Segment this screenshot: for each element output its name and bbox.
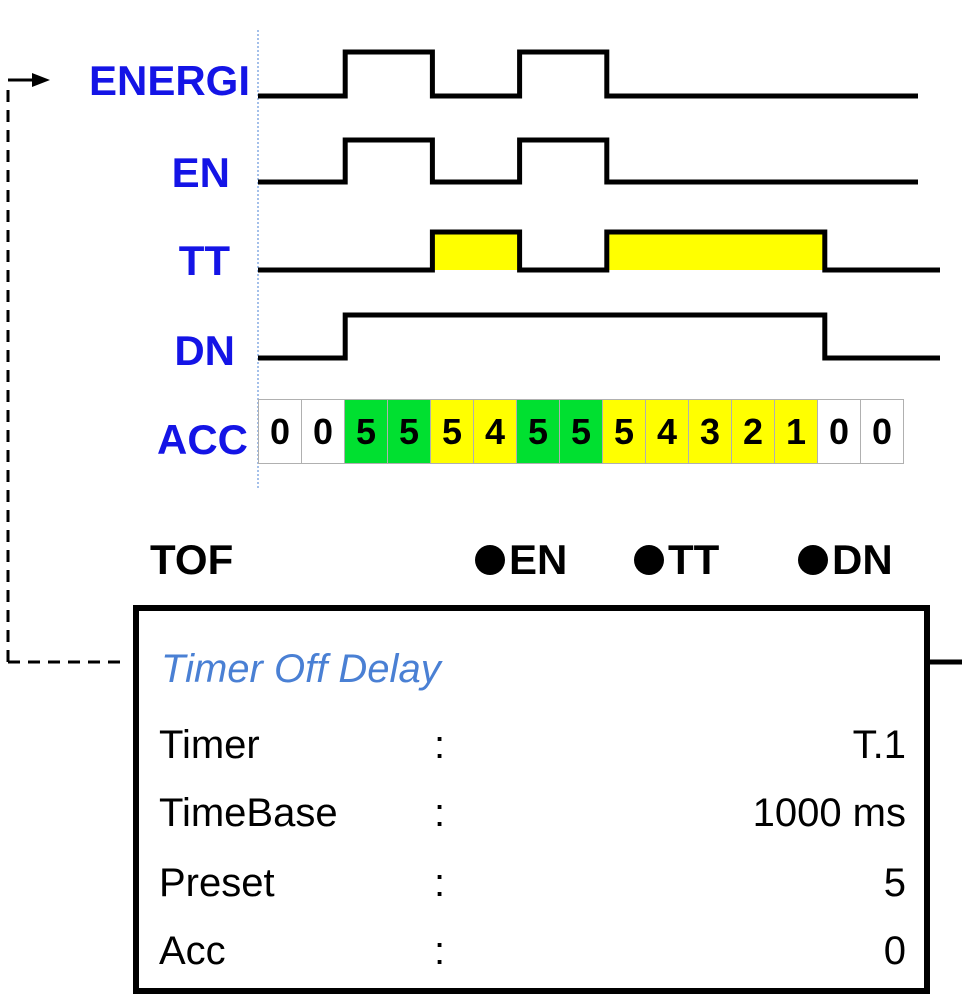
acc-cell: 5 xyxy=(602,399,646,464)
param-colon: : xyxy=(434,861,446,905)
acc-cell: 4 xyxy=(473,399,517,464)
param-row-timer: Timer : T.1 xyxy=(139,723,924,769)
acc-cell: 0 xyxy=(258,399,302,464)
tt-active-fill xyxy=(432,232,520,270)
acc-cell: 5 xyxy=(516,399,560,464)
param-value: 5 xyxy=(883,861,906,905)
status-en: EN xyxy=(475,536,567,584)
acc-cell: 0 xyxy=(301,399,345,464)
status-tt: TT xyxy=(634,536,719,584)
acc-cell: 5 xyxy=(387,399,431,464)
param-value: 0 xyxy=(883,929,906,973)
param-colon: : xyxy=(434,723,446,767)
waveform-energi xyxy=(258,49,918,99)
param-value: T.1 xyxy=(852,723,906,767)
circle-icon xyxy=(475,545,505,575)
status-dn: DN xyxy=(798,536,893,584)
signal-label-energi: ENERGI xyxy=(88,57,250,104)
acc-cell: 0 xyxy=(860,399,904,464)
acc-cell: 2 xyxy=(731,399,775,464)
status-en-label: EN xyxy=(509,536,568,583)
signal-label-tt: TT xyxy=(178,237,230,284)
param-name: TimeBase xyxy=(159,791,338,835)
acc-cell: 4 xyxy=(645,399,689,464)
status-dn-label: DN xyxy=(832,536,893,583)
acc-cell: 5 xyxy=(344,399,388,464)
block-title: Timer Off Delay xyxy=(161,647,441,691)
waveform-tt xyxy=(258,229,940,273)
acc-cell: 0 xyxy=(817,399,861,464)
param-colon: : xyxy=(434,791,446,835)
tt-active-fill xyxy=(606,232,825,270)
waveform-dn xyxy=(258,312,940,361)
waveform-en xyxy=(258,137,918,185)
signal-label-dn: DN xyxy=(174,327,235,374)
param-row-timebase: TimeBase : 1000 ms xyxy=(139,791,924,837)
param-row-preset: Preset : 5 xyxy=(139,861,924,907)
tof-instruction-block[interactable]: Timer Off Delay Timer : T.1 TimeBase : 1… xyxy=(133,605,930,994)
waveforms xyxy=(258,49,940,361)
acc-cell: 5 xyxy=(430,399,474,464)
circle-icon xyxy=(634,545,664,575)
signal-label-en: EN xyxy=(171,149,230,196)
param-name: Timer xyxy=(159,723,260,767)
param-name: Preset xyxy=(159,861,275,905)
acc-cell: 3 xyxy=(688,399,732,464)
param-value: 1000 ms xyxy=(752,791,906,835)
timing-diagram xyxy=(257,30,940,490)
param-row-acc: Acc : 0 xyxy=(139,929,924,975)
status-tt-label: TT xyxy=(668,536,720,583)
acc-cell: 1 xyxy=(774,399,818,464)
param-name: Acc xyxy=(159,929,226,973)
tof-instruction-name: TOF xyxy=(150,536,234,583)
param-colon: : xyxy=(434,929,446,973)
acc-cell: 5 xyxy=(559,399,603,464)
circle-icon xyxy=(798,545,828,575)
acc-label: ACC xyxy=(157,416,248,463)
